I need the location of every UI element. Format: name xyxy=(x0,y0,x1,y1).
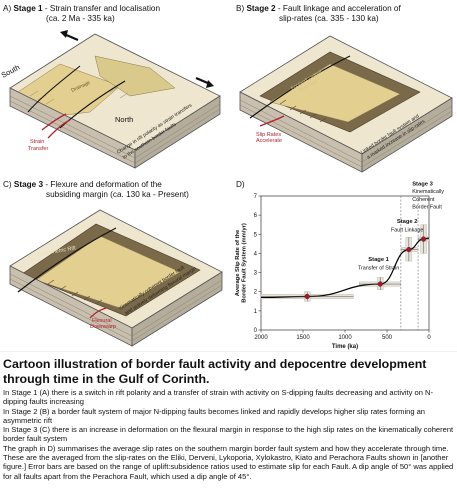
plot-area xyxy=(260,195,430,331)
panel-c-title-line2: subsiding margin (ca. 130 ka - Present) xyxy=(46,189,189,199)
panel-d-letter: D) xyxy=(236,180,245,189)
label-south: South xyxy=(0,63,21,80)
stage1-annotation-sub: Transfer of Strain xyxy=(358,266,399,272)
y-tick-label: 7 xyxy=(254,194,258,200)
y-tick-label: 5 xyxy=(254,232,258,238)
label-flexural-2: Downwarp xyxy=(90,324,116,330)
x-tick-label: 2000 xyxy=(254,335,268,341)
caption-title: Cartoon illustration of border fault act… xyxy=(3,357,427,386)
stage1-annotation-title: Stage 1 xyxy=(368,257,389,263)
y-tick-label: 3 xyxy=(254,271,258,277)
data-point xyxy=(420,236,427,242)
y-tick-label: 2 xyxy=(254,290,258,296)
stage2-annotation-sub: Fault Linkage xyxy=(391,227,423,233)
panel-c-letter: C) xyxy=(3,180,12,189)
x-tick-label: 1000 xyxy=(338,335,352,341)
panel-a-block-diagram: South North Drainage Strain Transfer Cha… xyxy=(0,30,221,169)
caption-paragraph: In Stage 2 (B) a border fault system of … xyxy=(3,406,426,425)
data-point xyxy=(377,281,383,287)
panel-b-letter: B) xyxy=(236,4,245,13)
panel-b-title-line1: - Fault linkage and acceleration of xyxy=(275,4,401,13)
panel-d-title: D) xyxy=(236,180,245,190)
label-slip-1: Slip Rates xyxy=(256,132,281,138)
label-flexural-1: Flexural xyxy=(92,318,112,324)
y-tick-label: 6 xyxy=(254,213,258,219)
stage2-annotation-title: Stage 2 xyxy=(397,219,418,225)
panel-b-title: B) Stage 2 - Fault linkage and accelerat… xyxy=(236,4,401,23)
x-tick-label: 0 xyxy=(427,335,431,341)
label-slip-2: Accelerate xyxy=(256,138,282,144)
slip-rate-chart: 2000 1500 1000 500 0 0 1 2 3 4 5 6 7 Average Slip Ra… xyxy=(235,181,444,350)
panel-b-block-diagram: Slip Rates Accelerate Footwall Linked Dr… xyxy=(239,35,453,173)
divider xyxy=(0,351,457,352)
panel-c-title: C) Stage 3 - Flexure and deformation of … xyxy=(3,180,189,199)
stage3-annotation-sub2: Coherent xyxy=(412,197,435,203)
label-north: North xyxy=(115,115,133,124)
caption-body: In Stage 1 (A) there is a switch in rift… xyxy=(3,388,455,481)
x-tick-label: 500 xyxy=(382,335,393,341)
panel-c-stage: Stage 3 xyxy=(13,180,44,189)
stage3-annotation-sub3: Border Fault xyxy=(412,204,442,210)
panel-a-letter: A) xyxy=(3,4,12,13)
x-tick-label: 1500 xyxy=(296,335,310,341)
y-axis-label-line1: Average Slip Rate of the xyxy=(235,229,241,296)
panel-b-stage: Stage 2 xyxy=(246,4,276,13)
label-strain-1: Strain xyxy=(30,139,44,145)
caption-paragraph: In Stage 3 (C) there is an increase in d… xyxy=(3,425,454,444)
panel-a-stage: Stage 1 xyxy=(13,4,43,13)
panel-a-title: A) Stage 1 - Strain transfer and localis… xyxy=(3,4,160,23)
stage3-annotation-title: Stage 3 xyxy=(412,181,433,187)
panel-c-title-line1: - Flexure and deformation of the xyxy=(43,180,162,189)
y-tick-label: 1 xyxy=(254,309,258,315)
y-tick-label: 0 xyxy=(254,328,258,334)
label-strain-2: Transfer xyxy=(28,146,48,152)
data-point xyxy=(304,293,310,300)
x-axis-label: Time (ka) xyxy=(332,344,358,350)
caption-paragraph: The graph in D) summarises the average s… xyxy=(3,443,454,481)
y-tick-label: 4 xyxy=(254,251,258,257)
y-axis-label-line2: Border Fault System (mm/yr) xyxy=(242,223,248,303)
stage3-annotation-sub1: Kinematically xyxy=(412,189,444,195)
caption-paragraph: In Stage 1 (A) there is a switch in rift… xyxy=(3,388,433,407)
data-point xyxy=(406,246,412,253)
panel-c-block-diagram: Asymmetric Rift Flexural Downwarp Kinema… xyxy=(9,209,223,347)
panel-b-title-line2: slip-rates (ca. 335 - 130 ka) xyxy=(279,13,379,23)
panel-a-title-line1: - Strain transfer and localisation xyxy=(42,4,161,13)
panel-a-title-line2: (ca. 2 Ma - 335 ka) xyxy=(46,13,115,23)
